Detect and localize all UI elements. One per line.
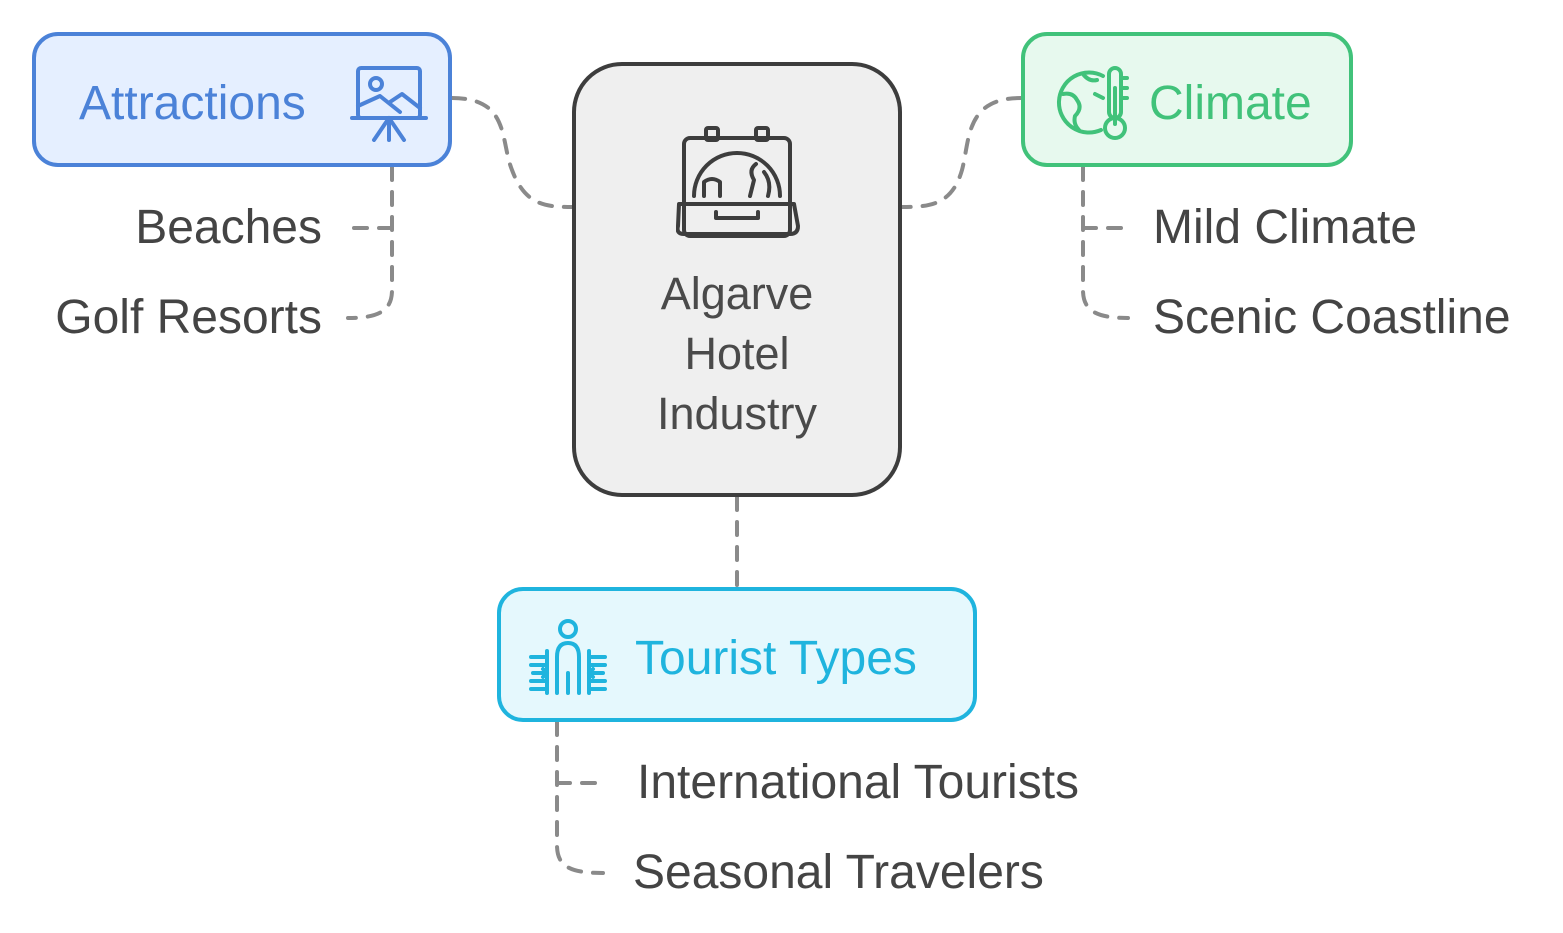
item-scenic-coastline: Scenic Coastline [1153,291,1511,344]
connector-climate-center [900,96,1023,209]
center-label: Algarve Hotel Industry [656,268,818,439]
item-beaches: Beaches [135,201,322,254]
connector-attractions-center [450,96,574,209]
climate-label: Climate [1149,77,1312,130]
item-golf-resorts: Golf Resorts [55,291,322,344]
connector-tourist-items [555,720,605,875]
tourist-types-label: Tourist Types [635,632,917,685]
item-mild-climate: Mild Climate [1153,201,1418,254]
connector-climate-items [1081,165,1130,320]
item-seasonal-travelers: Seasonal Travelers [633,846,1044,899]
category-attractions: Attractions [32,32,452,167]
suitcase-globe-icon [676,126,800,238]
person-arrows-icon [529,619,607,695]
attractions-label: Attractions [79,77,306,130]
item-international-tourists: International Tourists [637,756,1080,809]
connector-attractions-items [346,165,394,320]
category-tourist-types: Tourist Types [497,587,977,722]
center-node: Algarve Hotel Industry [572,62,902,497]
category-climate: Climate [1021,32,1353,167]
presentation-board-icon [350,66,428,142]
globe-thermometer-icon [1056,66,1129,140]
